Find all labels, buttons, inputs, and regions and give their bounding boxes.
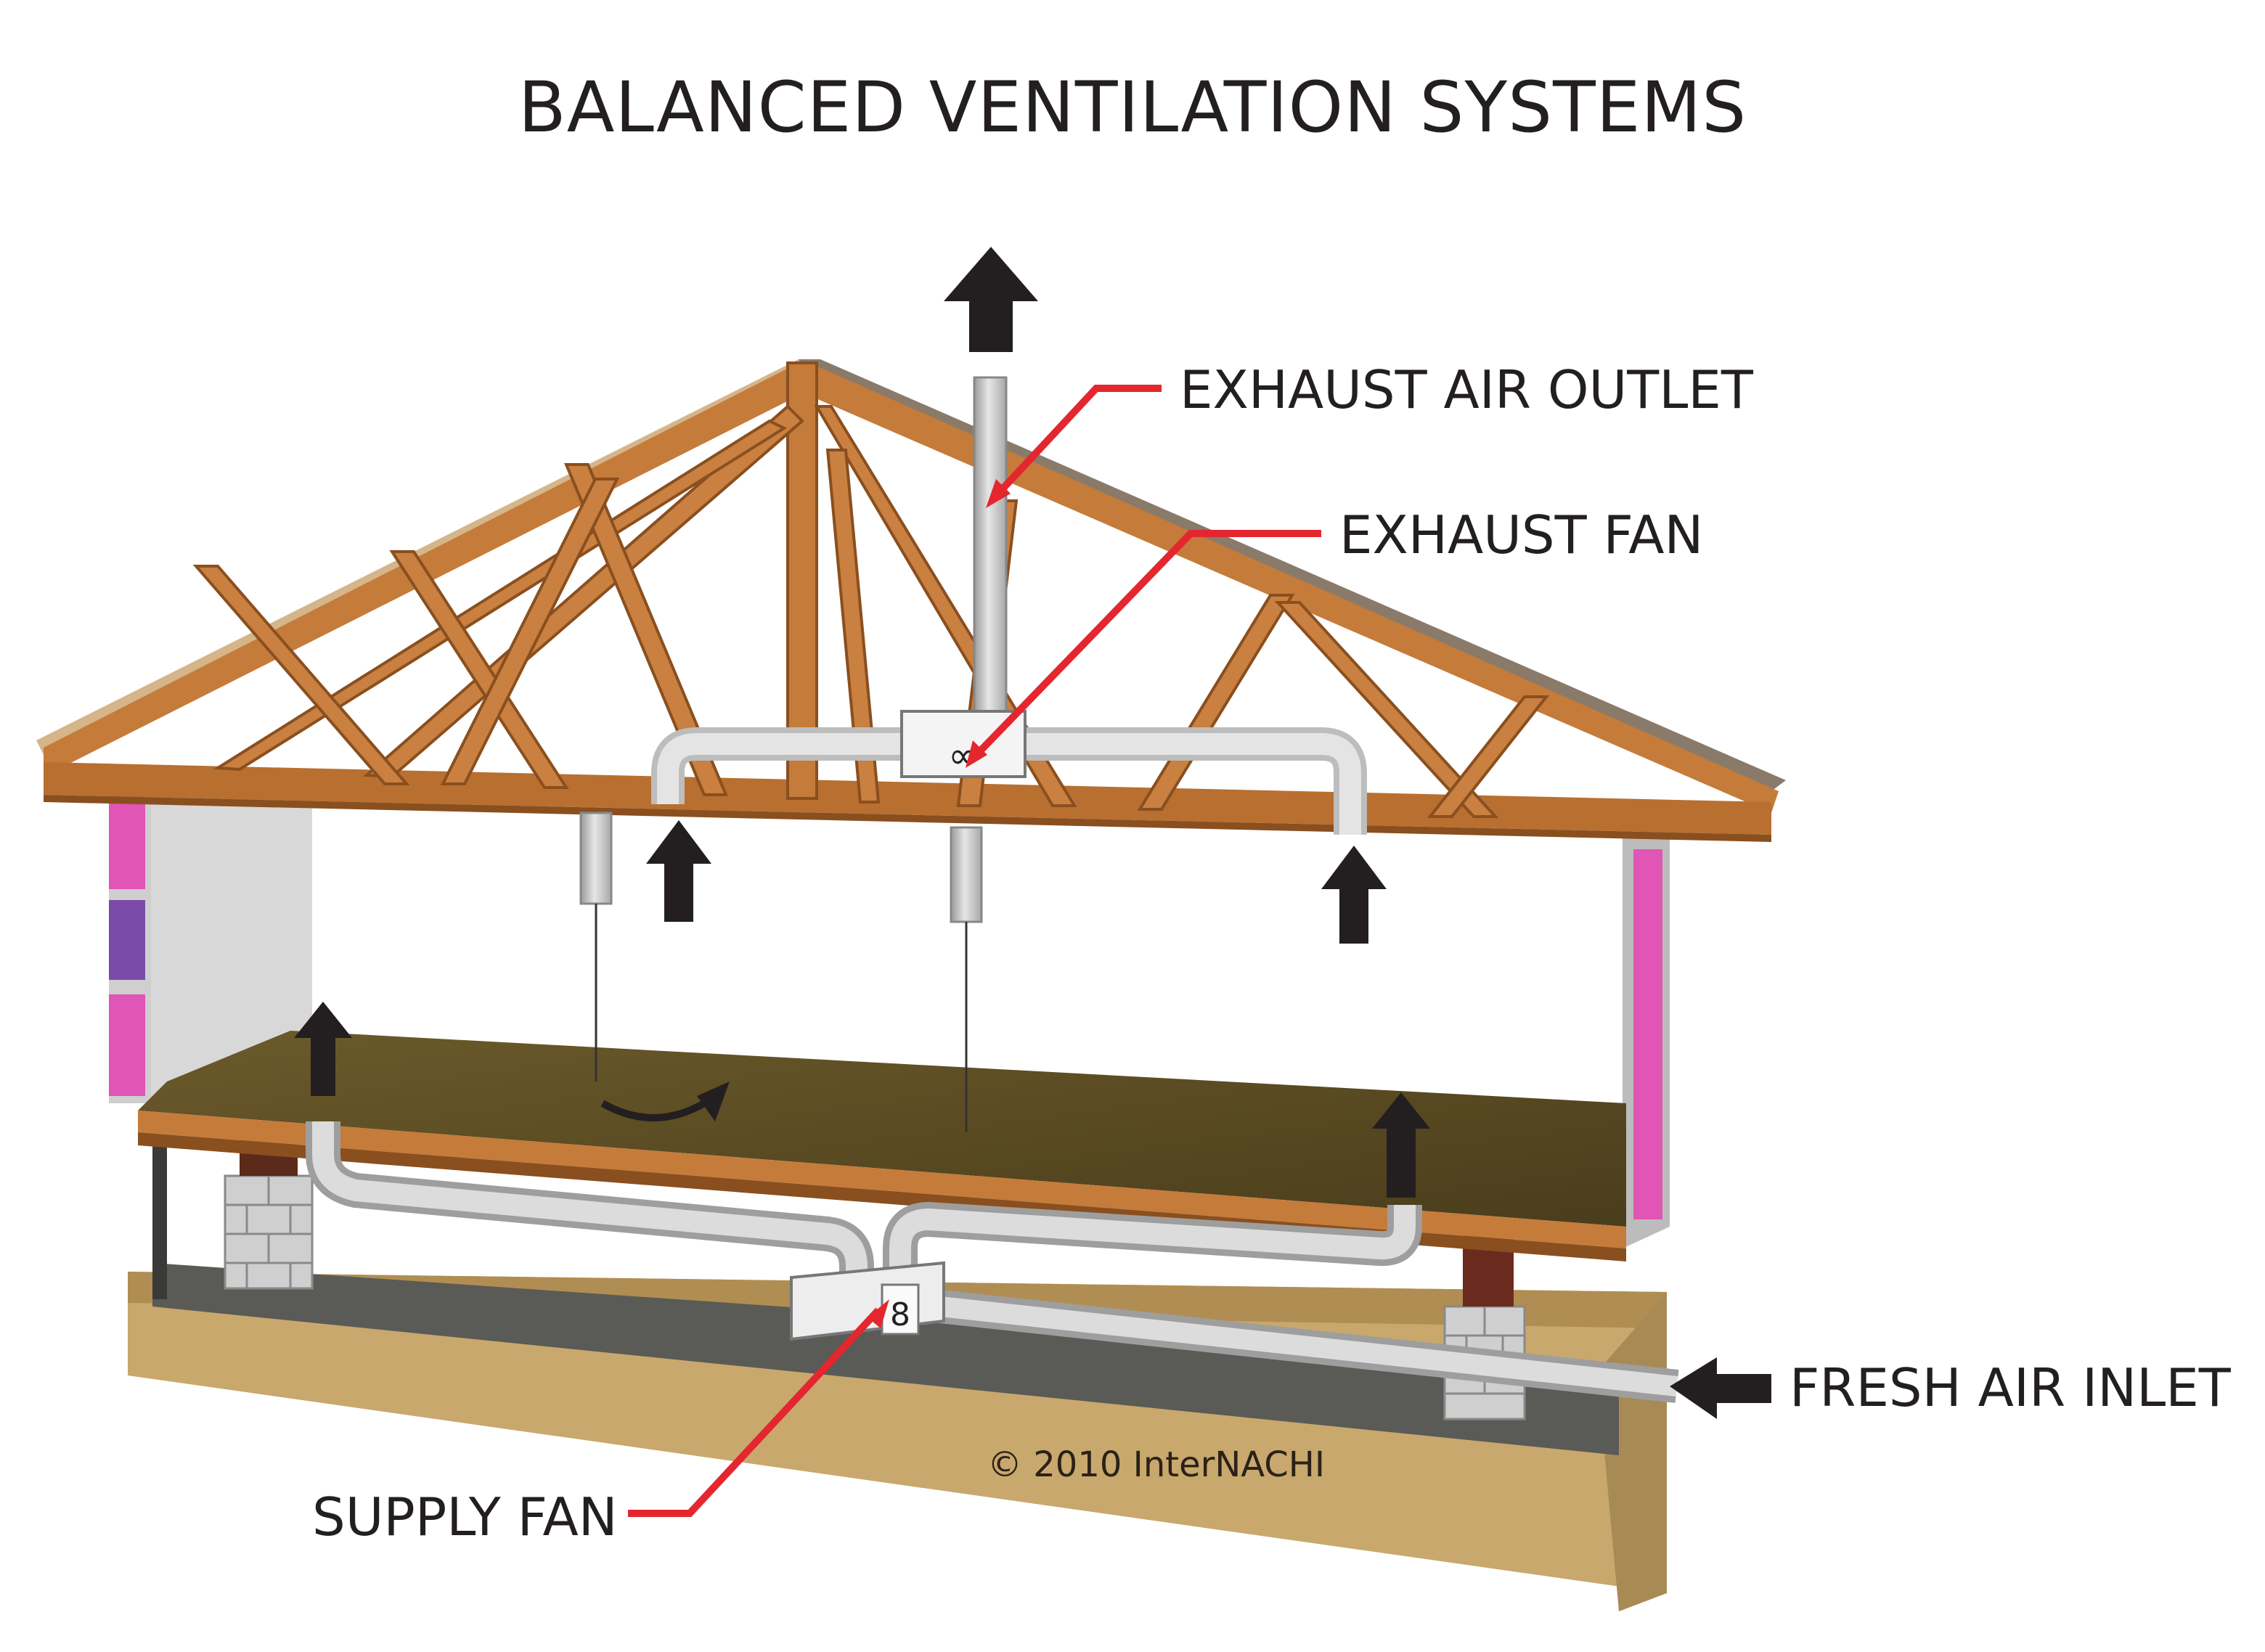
callout-arrowheads: [868, 479, 1011, 1328]
up-arrow-icon: [294, 1002, 352, 1096]
supply-fan-box: 8: [790, 1261, 945, 1341]
room-airflow-curve: [600, 1081, 730, 1121]
up-arrow-icon: [646, 820, 711, 922]
up-arrow-icon: [1321, 846, 1387, 944]
up-arrow-icon: [1372, 1092, 1430, 1198]
crawlspace-floor: [152, 1140, 1619, 1455]
callout-exhaust-fan: [974, 530, 1321, 758]
callout-exhaust-air-outlet: [995, 385, 1162, 496]
copyright-notice: © 2010 InterNACHI: [987, 1444, 1325, 1485]
svg-text:8: 8: [890, 1296, 910, 1333]
left-arrow-icon: [1670, 1357, 1771, 1419]
up-arrow-icon: [944, 247, 1038, 352]
airflow-arrows: [294, 247, 1771, 1419]
label-exhaust-air-outlet: EXHAUST AIR OUTLET: [1180, 359, 1753, 420]
right-wall: [1623, 835, 1670, 1248]
label-exhaust-fan: EXHAUST FAN: [1339, 504, 1704, 565]
supply-duct: [306, 1121, 1679, 1403]
left-wall: [109, 788, 312, 1103]
label-fresh-air-inlet: FRESH AIR INLET: [1789, 1357, 2231, 1418]
label-supply-fan: SUPPLY FAN: [312, 1487, 618, 1547]
roof-trusses: [36, 359, 1786, 842]
exhaust-duct: [579, 376, 1367, 1132]
page-title: BALANCED VENTILATION SYSTEMS: [518, 67, 1747, 148]
callout-supply-fan: [628, 1307, 881, 1517]
curved-arrow-icon: [697, 1081, 730, 1121]
callout-lines: [628, 385, 1321, 1517]
